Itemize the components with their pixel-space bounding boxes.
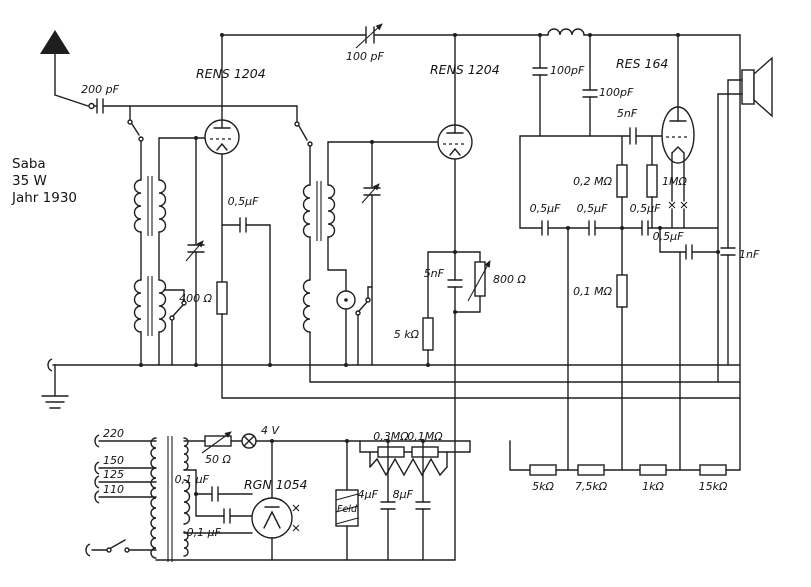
label-tap-150: 150 [103,454,124,467]
grid1-capacitor: 0,5μF [221,195,271,366]
field-coil: Feld [335,440,359,561]
leak-resistor-01m: 0,1 MΩ [573,274,628,471]
power-transformer [150,436,197,562]
wave-range-switch [163,289,187,366]
mid-switch-2 [355,286,373,366]
dial-lamp: 4 V [230,424,471,449]
filter-capacitors: 4μF 8μF [155,440,456,561]
label-rbus4: 15kΩ [699,480,728,493]
label-tank-cap-2: 100pF [599,86,634,99]
label-tap-110: 110 [103,483,124,496]
label-rbus1: 5kΩ [532,480,554,493]
label-tap-220: 220 [103,427,124,440]
tuning-capacitor-1 [185,137,205,366]
antenna-capacitor: 200 pF [81,83,298,114]
label-r800: 800 Ω [493,273,526,286]
label-lamp: 4 V [261,424,280,437]
label-row-cap-2: 0,5μF [577,202,608,215]
title-year: Jahr 1930 [11,190,77,206]
label-4uf: 4μF [358,488,379,501]
label-top-cap: 100 pF [346,50,384,63]
junction-x-icon [292,504,300,532]
label-tube-rectifier: RGN 1054 [244,477,308,492]
ground-symbol [41,364,69,409]
label-rdiv2: 0,1MΩ [407,430,443,443]
tuning-capacitor-2 [327,141,439,366]
coupling-cap-row: 0,5μF 0,5μF 0,5μF 0,5μF [519,202,719,260]
antenna-switch [127,105,144,181]
divider-rail: 5kΩ 7,5kΩ 1kΩ 15kΩ [509,227,741,493]
tube-output: RES 164 [616,34,695,229]
grid-resistor-02m: 0,2 MΩ [573,135,628,276]
speaker-capacitor-1nf: 1nF [720,79,760,366]
mid-switch [294,105,313,186]
antenna-symbol [40,30,95,110]
label-tube-det: RENS 1204 [430,62,500,77]
detector-resistor-800: 800 Ω [427,251,526,313]
label-rect-cap-1: 0,1 μF [175,473,210,486]
label-rbus3: 1kΩ [642,480,664,493]
label-row-cap-1: 0,5μF [530,202,561,215]
label-rbus2: 7,5kΩ [575,480,608,493]
junction-dots [139,33,720,496]
mains-taps: 220 150 125 110 [94,427,157,504]
wiring-buses [47,34,741,471]
grid-resistor-1m: 1MΩ [646,135,687,229]
label-antenna-cap: 200 pF [81,83,119,96]
label-r02m: 0,2 MΩ [573,175,612,188]
title-power: 35 W [12,173,47,189]
label-r1m: 1MΩ [662,175,687,188]
screen-resistor-5k: 5 kΩ [394,251,434,366]
title-block: Saba 35 W Jahr 1930 [11,156,77,206]
label-tube-rf1: RENS 1204 [196,66,266,81]
label-row-cap-3: 0,5μF [630,202,661,215]
label-field-coil: Feld [337,504,358,515]
speaker-icon [717,56,773,118]
input-transformer [133,137,197,366]
label-r50: 50 Ω [205,453,231,466]
label-r400: 400 Ω [179,292,212,305]
label-1nf: 1nF [739,248,760,261]
junction-x-icon [668,201,688,209]
label-r01m: 0,1 MΩ [573,285,612,298]
label-det-cap: 5nF [424,267,445,280]
label-out-grid-cap: 5nF [617,107,638,120]
label-8uf: 8μF [393,488,414,501]
tube-det: RENS 1204 [430,34,500,281]
pickup-jack [327,269,356,366]
label-tap-125: 125 [103,468,124,481]
title-brand: Saba [12,156,46,172]
label-grid1-cap: 0,5μF [228,195,259,208]
tube-rectifier: RGN 1054 [183,440,308,561]
mid-transformer [302,141,336,383]
output-grid-capacitor: 5nF [617,107,663,145]
mains-switch [85,539,157,557]
label-rdiv1: 0,3MΩ [373,430,409,443]
label-row-cap-4: 0,5μF [653,230,684,243]
top-bus: 100 pF [221,23,741,63]
label-tank-cap-1: 100pF [550,64,585,77]
label-tube-output: RES 164 [616,56,668,71]
tube-rf1: RENS 1204 [195,34,266,283]
heater-rheostat-50: 50 Ω [183,431,232,466]
cathode-resistor-400: 400 Ω [179,281,228,399]
rectifier-caps: 0,1 μF 0,1 μF [175,469,254,539]
detector-capacitor: 5nF [424,267,463,561]
label-r5k: 5 kΩ [394,328,420,341]
bplus-network: 0,3MΩ 0,1MΩ [359,430,471,477]
tank-circuit: 100pF 100pF [519,34,634,229]
